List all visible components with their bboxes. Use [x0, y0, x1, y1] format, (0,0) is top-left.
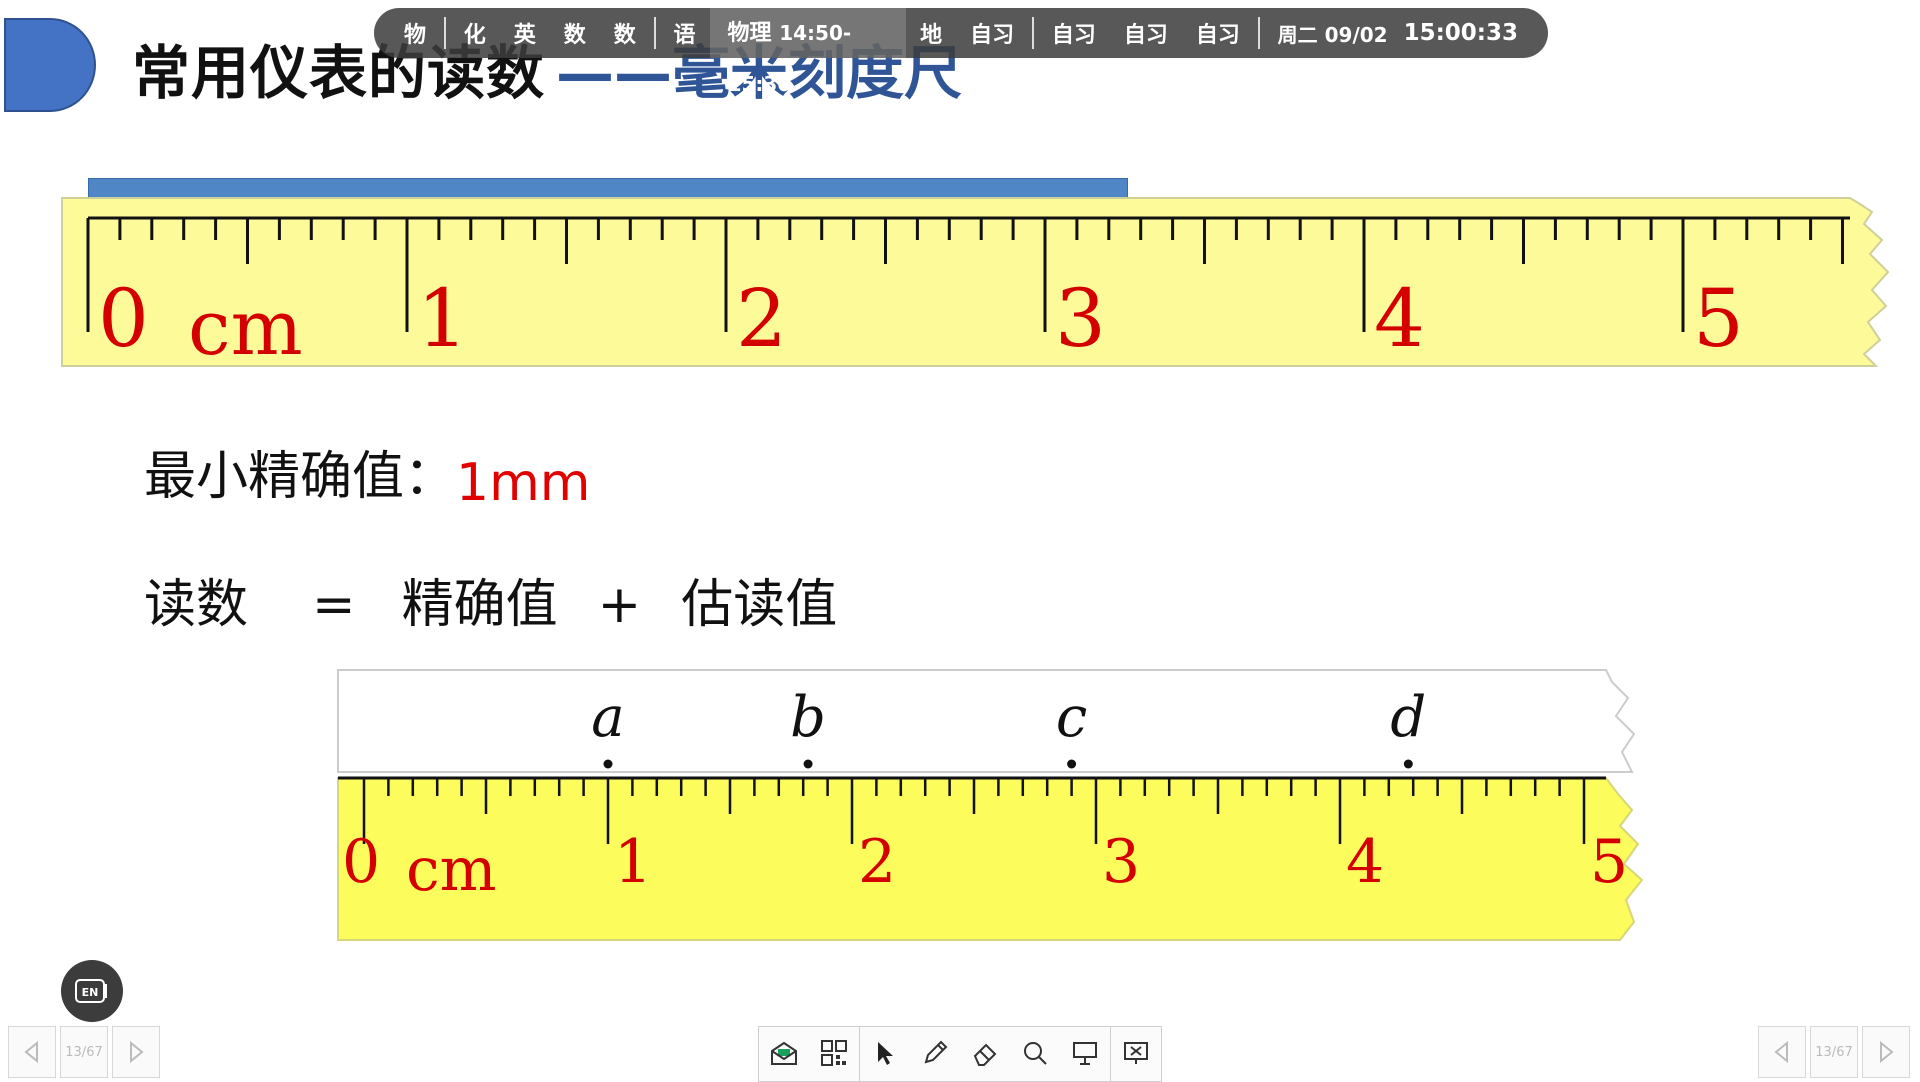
- title-tab-shape: [4, 18, 96, 112]
- ruler-top-number: 2: [736, 272, 787, 365]
- pen-icon: [924, 1040, 948, 1064]
- page-indicator[interactable]: 13/67: [60, 1026, 108, 1078]
- ruler-bottom-unit: cm: [406, 835, 497, 905]
- qr-code-button[interactable]: [809, 1027, 859, 1079]
- eraser-button[interactable]: [960, 1027, 1010, 1079]
- exit-presentation-button[interactable]: [1111, 1027, 1161, 1079]
- schedule-current-time: 14:50-15:30: [727, 21, 852, 96]
- ruler-bottom-number: 0: [342, 827, 380, 897]
- schedule-item-5[interactable]: 数: [613, 23, 636, 48]
- formula-estimate: 估读值: [681, 575, 838, 635]
- schedule-separator: [444, 17, 446, 49]
- ruler-bottom-number: 4: [1346, 827, 1384, 897]
- schedule-separator: [653, 17, 656, 49]
- language-label: EN: [82, 986, 99, 999]
- schedule-item-6[interactable]: 语: [673, 23, 696, 48]
- qr-code-icon: [821, 1040, 847, 1066]
- formula-plus: +: [597, 575, 642, 635]
- ruler-top-body: [61, 197, 1890, 367]
- language-button[interactable]: EN: [61, 960, 123, 1022]
- ruler-top-number: 4: [1374, 272, 1425, 365]
- schedule-current-subject: 物理: [727, 21, 772, 46]
- schedule-item-1[interactable]: 物: [404, 23, 427, 48]
- ruler-point-d: [1403, 759, 1413, 769]
- ruler-bottom-number: 1: [614, 827, 652, 897]
- schedule-separator: [1257, 17, 1260, 49]
- schedule-clock: 15:00:33: [1403, 20, 1519, 46]
- ruler-point-label-b: b: [790, 685, 826, 750]
- ruler-top-number: 1: [417, 272, 468, 365]
- ruler-bottom-paper: [337, 669, 1636, 773]
- ruler-point-b: [803, 759, 813, 769]
- eraser-icon: [973, 1043, 997, 1066]
- presentation-toolbar: [758, 1026, 1162, 1082]
- schedule-item-11[interactable]: 自习: [1123, 23, 1168, 48]
- schedule-separator: [1032, 17, 1034, 49]
- teaching-icon: [771, 1041, 797, 1065]
- prev-page-button[interactable]: [8, 1026, 56, 1078]
- search-icon: [1024, 1042, 1047, 1065]
- chevron-left-icon: [1774, 1041, 1788, 1063]
- search-button[interactable]: [1010, 1027, 1060, 1079]
- screen-icon: [1073, 1042, 1097, 1065]
- ruler-bottom-body: [337, 777, 1644, 941]
- ruler-bottom-number: 3: [1102, 827, 1140, 897]
- ruler-point-c: [1067, 759, 1077, 769]
- ruler-bottom-number: 2: [858, 827, 896, 897]
- pointer-button[interactable]: [860, 1027, 910, 1079]
- ruler-point-a: [603, 759, 613, 769]
- ruler-top-number: 5: [1693, 272, 1744, 365]
- schedule-item-12[interactable]: 自习: [1195, 23, 1240, 48]
- ruler-top-number: 0: [98, 272, 149, 365]
- ruler-bottom: 0 1 2 3 4 5 cm a b c d: [337, 669, 1644, 941]
- formula-precise: 精确值: [401, 575, 558, 635]
- min-precision-value: 1mm: [456, 453, 591, 513]
- prev-page-button[interactable]: [1758, 1026, 1806, 1078]
- chevron-left-icon: [24, 1041, 38, 1063]
- chevron-right-icon: [1880, 1041, 1894, 1063]
- next-page-button[interactable]: [112, 1026, 160, 1078]
- ruler-top: 0 1 2 3 4 5 cm: [61, 197, 1890, 372]
- formula-reading: 读数: [144, 575, 249, 635]
- schedule-item-3[interactable]: 英: [513, 23, 536, 48]
- schedule-item-2[interactable]: 化: [463, 23, 486, 48]
- schedule-bar: 物 化 英 数 数 语 物理 14:50-15:30 地 自习 自习 自习 自习…: [374, 8, 1548, 96]
- pager-left: 13/67: [8, 1026, 160, 1078]
- schedule-item-10[interactable]: 自习: [1051, 23, 1096, 48]
- schedule-current-item[interactable]: 物理 14:50-15:30: [709, 8, 907, 96]
- ruler-point-label-c: c: [1056, 685, 1087, 750]
- pager-right: 13/67: [1758, 1026, 1910, 1078]
- ruler-bottom-number: 5: [1590, 827, 1628, 897]
- formula-equals: =: [312, 575, 356, 635]
- min-precision-line: 最小精确值：1mm: [144, 434, 590, 513]
- page-indicator[interactable]: 13/67: [1810, 1026, 1858, 1078]
- ruler-point-label-a: a: [591, 685, 624, 750]
- screen-button[interactable]: [1060, 1027, 1110, 1079]
- schedule-item-4[interactable]: 数: [563, 23, 586, 48]
- keyboard-language-icon: EN: [75, 979, 107, 1003]
- schedule-date: 周二 09/02: [1277, 22, 1388, 47]
- exit-presentation-icon: [1124, 1042, 1148, 1064]
- chevron-right-icon: [130, 1041, 144, 1063]
- schedule-item-8[interactable]: 地: [920, 23, 943, 48]
- ruler-point-label-d: d: [1390, 685, 1426, 750]
- next-page-button[interactable]: [1862, 1026, 1910, 1078]
- schedule-item-9[interactable]: 自习: [970, 23, 1015, 48]
- pen-button[interactable]: [910, 1027, 960, 1079]
- min-precision-label: 最小精确值：: [144, 447, 457, 507]
- reading-formula: 读数 = 精确值 + 估读值: [144, 562, 837, 637]
- teaching-button[interactable]: [759, 1027, 809, 1079]
- pointer-icon: [878, 1042, 893, 1065]
- ruler-top-unit: cm: [188, 283, 303, 372]
- ruler-top-number: 3: [1055, 272, 1106, 365]
